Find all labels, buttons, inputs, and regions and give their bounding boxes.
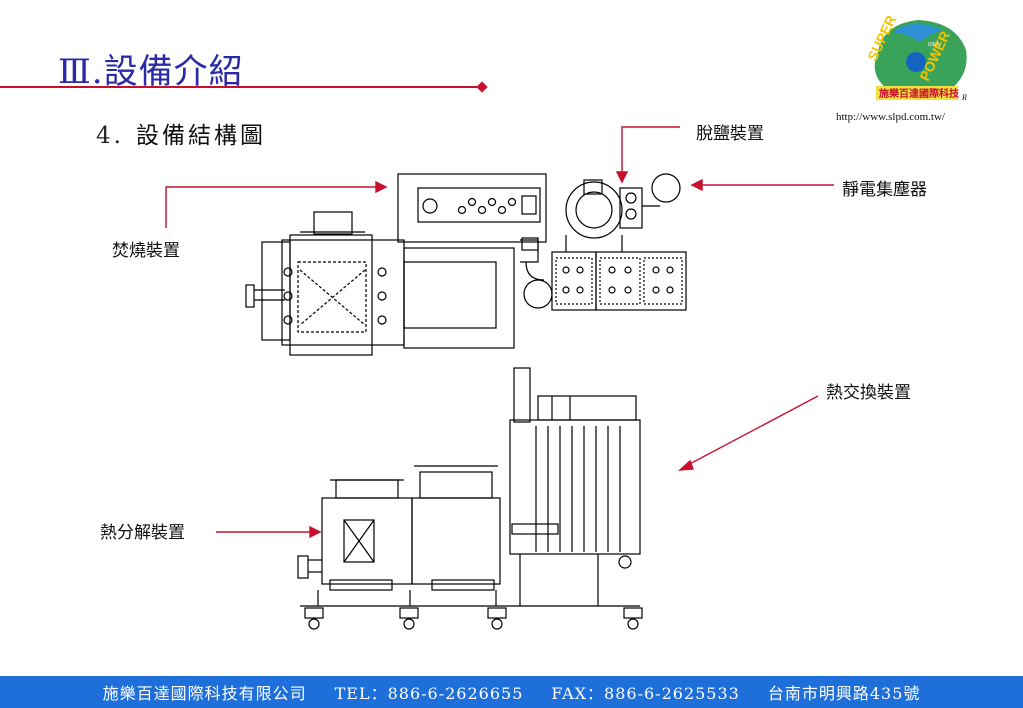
label-electrostatic-precipitator: 靜電集塵器 [842, 180, 927, 200]
label-desalination: 脫鹽裝置 [696, 124, 764, 144]
control-panel-top [397, 173, 547, 243]
footer-tel: TEL：886-6-2626655 [334, 684, 524, 703]
slide-subtitle: 4. 設備結構圖 [96, 116, 266, 150]
wheel-assemblies [304, 607, 643, 630]
duct-system-top [520, 237, 553, 309]
label-heat-exchanger: 熱交換裝置 [826, 383, 911, 403]
subtitle-text: 設備結構圖 [135, 123, 266, 149]
logo-registered-mark: R [961, 93, 967, 102]
subtitle-number: 4. [96, 123, 124, 149]
company-logo: SUPER POWER IDEA 施樂百達國際科技 R [864, 13, 967, 102]
footer-bar: 施樂百達國際科技有限公司 TEL：886-6-2626655 FAX：886-6… [0, 676, 1023, 708]
footer-fax: FAX：886-6-2625533 [551, 684, 740, 703]
footer-company: 施樂百達國際科技有限公司 [102, 684, 307, 703]
pyrolysis-unit-side [297, 465, 640, 607]
desalination-tower-top [565, 173, 681, 252]
logo-company-cn: 施樂百達國際科技 [879, 87, 960, 100]
incinerator-unit-top [245, 211, 515, 356]
label-incinerator: 焚燒裝置 [112, 241, 180, 261]
title-underline [0, 86, 482, 88]
footer-address: 台南市明興路435號 [767, 684, 921, 703]
website-url: http://www.slpd.com.tw/ [836, 111, 945, 123]
heat-exchanger-side [509, 367, 641, 606]
logo-badge: IDEA [928, 42, 940, 48]
scrubber-bank-top [551, 251, 687, 311]
label-pyrolysis: 熱分解裝置 [100, 523, 185, 543]
slide-title: Ⅲ.設備介紹 [58, 52, 244, 92]
